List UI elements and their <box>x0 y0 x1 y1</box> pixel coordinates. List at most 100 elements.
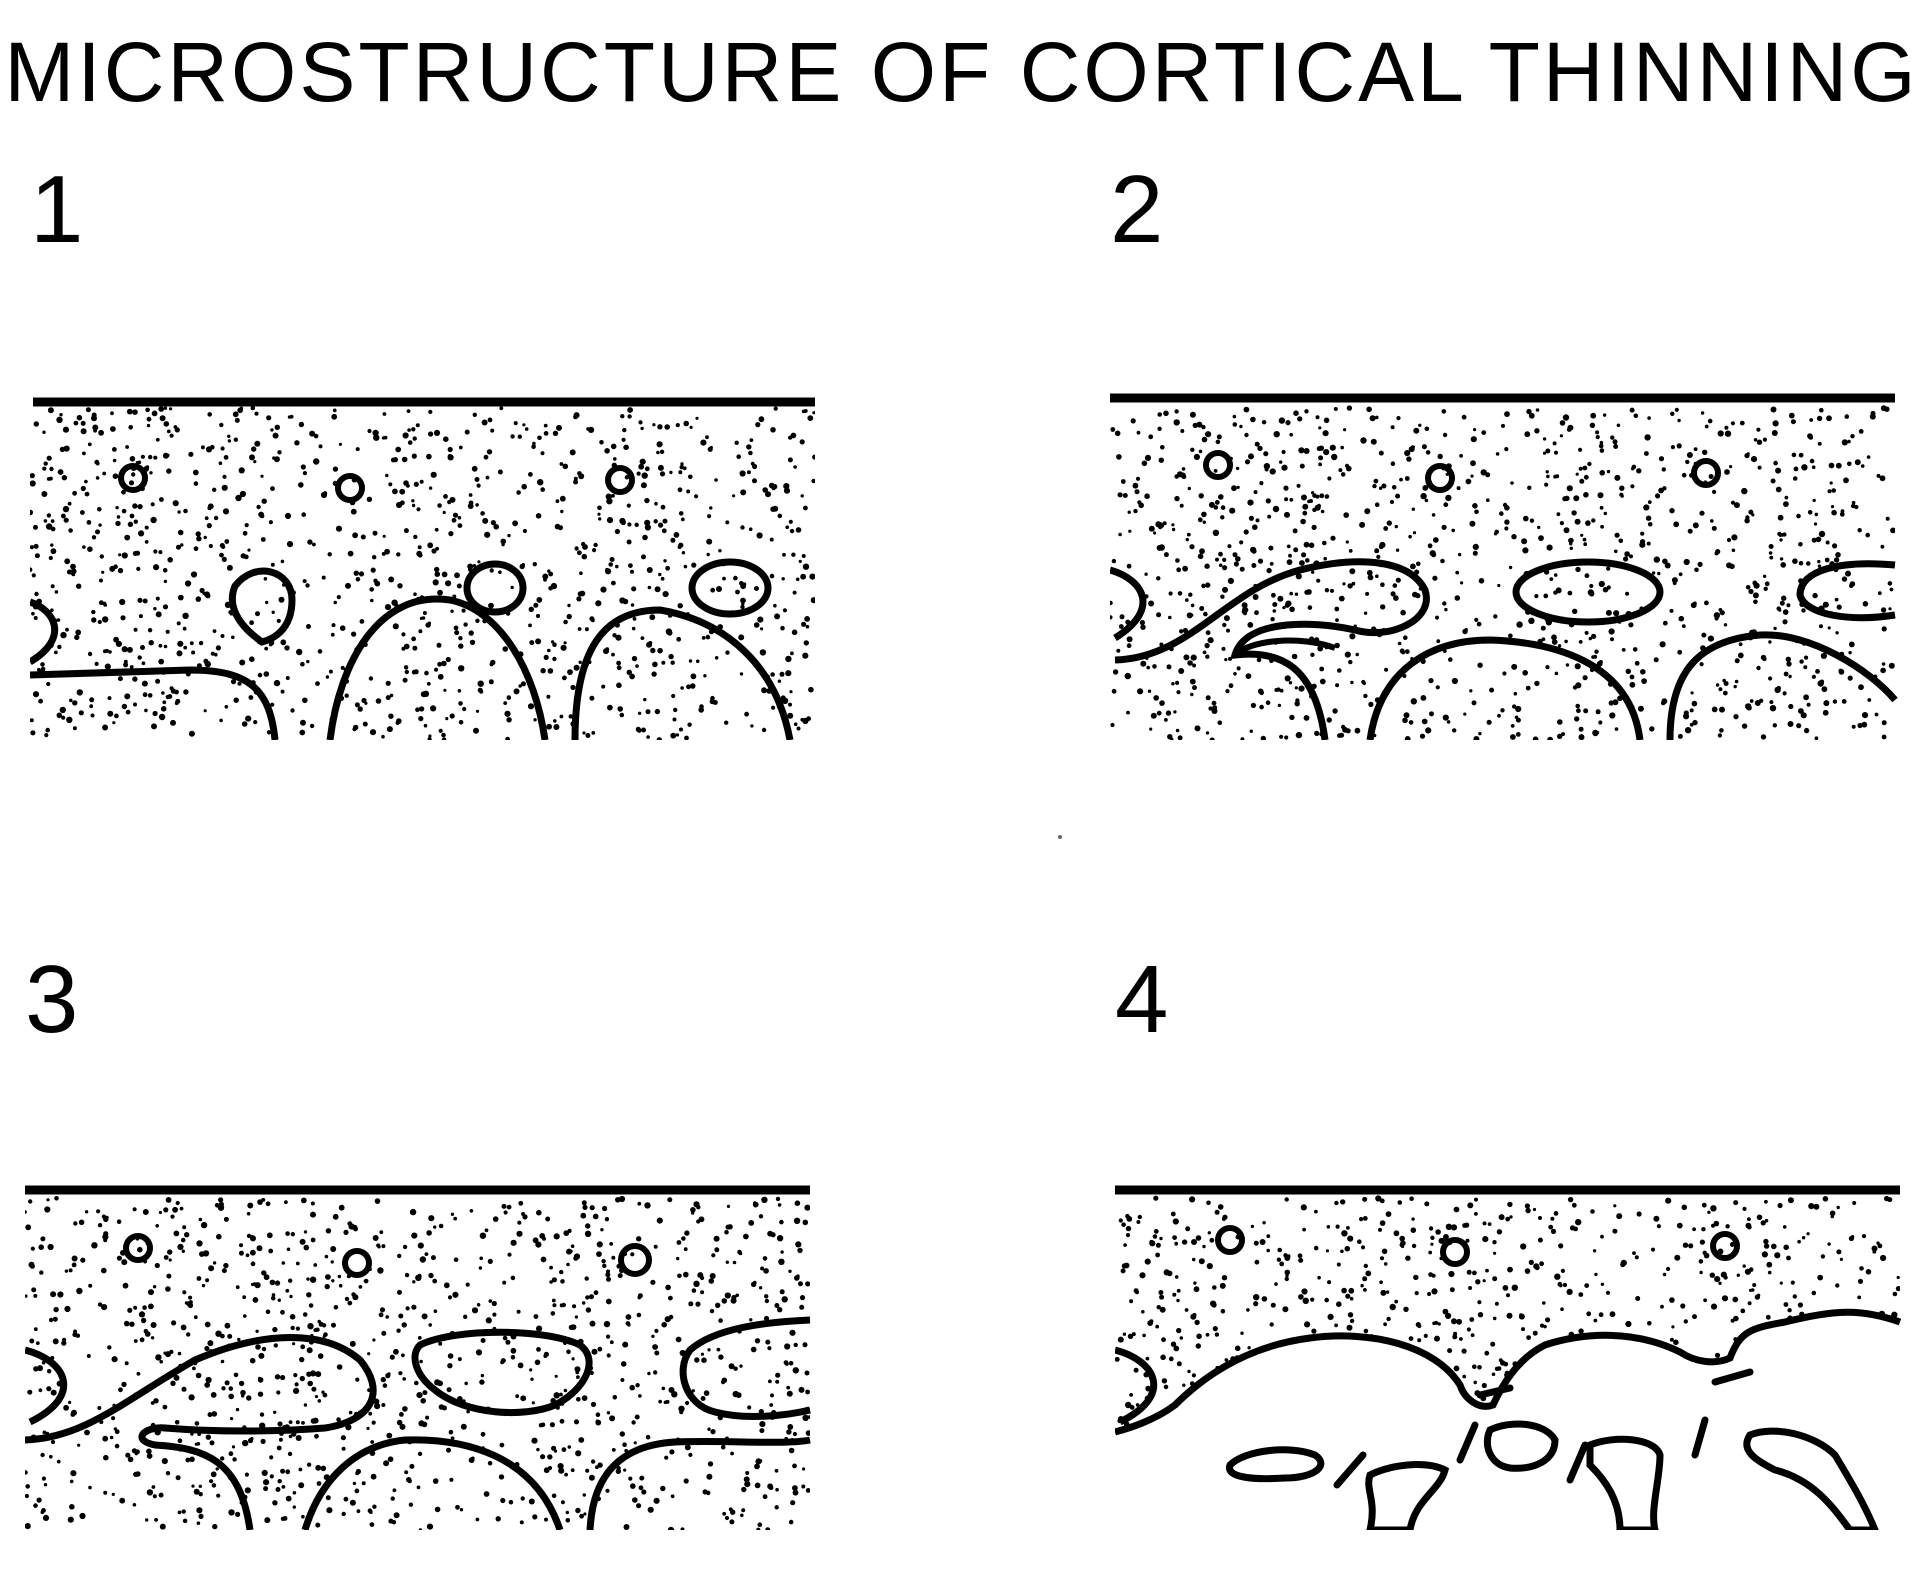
stipple-dot <box>1153 1229 1159 1234</box>
stipple-dot <box>1259 1239 1266 1245</box>
stipple-dot <box>285 1231 290 1236</box>
stipple-dot <box>592 1213 599 1220</box>
stipple-dot <box>1563 1442 1567 1446</box>
trabecula-strand <box>1232 637 1337 658</box>
stipple-dot <box>1510 724 1515 728</box>
stipple-dot <box>261 1270 267 1276</box>
stipple-dot <box>542 573 549 580</box>
stipple-dot <box>412 436 417 441</box>
stipple-dot <box>1212 1326 1218 1332</box>
stipple-dot <box>1393 1230 1400 1237</box>
stipple-dot <box>805 1281 810 1287</box>
stipple-dot <box>332 1213 339 1220</box>
stipple-dot <box>403 528 409 534</box>
resorption-cavities <box>228 558 772 646</box>
stipple-dot <box>1880 607 1887 613</box>
stipple-dot <box>218 461 223 465</box>
stipple-dot <box>774 1468 779 1473</box>
stipple-dot <box>735 1392 742 1398</box>
stipple-dot <box>1814 736 1819 740</box>
stipple-dot <box>84 479 88 484</box>
stipple-dot <box>1689 708 1694 713</box>
stipple-dot <box>315 681 320 686</box>
stipple-dot <box>1776 1504 1780 1508</box>
stipple-dot <box>1528 1259 1534 1265</box>
stipple-dot <box>1448 657 1453 662</box>
stipple-dot <box>1121 1475 1126 1480</box>
stipple-dot <box>1610 637 1614 642</box>
stipple-dot <box>1733 1315 1739 1322</box>
stipple-dot <box>1246 1308 1250 1312</box>
stipple-dot <box>718 1318 723 1323</box>
stipple-dot <box>1803 727 1810 734</box>
stipple-dot <box>1209 737 1215 740</box>
stipple-dot <box>176 650 183 657</box>
stipple-dot <box>458 636 463 641</box>
stipple-dot <box>694 494 699 499</box>
stipple-dot <box>1752 1283 1757 1287</box>
stipple-dot <box>1825 540 1830 545</box>
stipple-dot <box>70 563 76 570</box>
stipple-dot <box>1166 664 1172 670</box>
stipple-dot <box>88 1283 93 1288</box>
stipple-dot <box>1213 505 1219 510</box>
stipple-dot <box>1827 1242 1831 1246</box>
stipple-dot <box>1253 1240 1259 1246</box>
stipple-dot <box>475 1517 480 1522</box>
stipple-dot <box>154 1518 159 1522</box>
stipple-dot <box>802 1467 806 1471</box>
stipple-dot <box>788 1269 792 1273</box>
stipple-dot <box>1557 719 1563 725</box>
stipple-dot <box>1383 526 1389 531</box>
stipple-dot <box>1502 1285 1509 1291</box>
stipple-dot <box>270 562 275 567</box>
stipple-dot <box>392 623 399 630</box>
stipple-dot <box>589 1205 595 1211</box>
stipple-dot <box>1342 726 1348 733</box>
stipple-dot <box>33 543 39 549</box>
stipple-dot <box>782 608 788 613</box>
stipple-dot <box>1402 717 1408 724</box>
stipple-dot <box>1173 419 1180 426</box>
stipple-dot <box>382 1383 388 1388</box>
stipple-dot <box>375 698 382 704</box>
stipple-dot <box>1575 1218 1582 1226</box>
stipple-dot <box>1202 1244 1206 1249</box>
stipple-dot <box>1332 708 1338 714</box>
stipple-dot <box>265 600 269 605</box>
stipple-dot <box>1817 559 1821 564</box>
stipple-dot <box>1820 1254 1826 1259</box>
stipple-dot <box>46 455 52 461</box>
stipple-dot <box>1192 422 1198 428</box>
stipple-dot <box>338 442 342 446</box>
stipple-dot <box>795 577 800 582</box>
stipple-dot <box>317 1399 322 1403</box>
stipple-dot <box>289 414 294 419</box>
stipple-dot <box>1156 1467 1161 1472</box>
stipple-dot <box>1117 492 1123 498</box>
stipple-dot <box>1681 624 1686 628</box>
stipple-dot <box>667 1197 673 1203</box>
stipple-dot <box>123 662 129 668</box>
stipple-dot <box>600 586 607 593</box>
stipple-dot <box>148 1303 154 1310</box>
stipple-dot <box>1575 703 1580 709</box>
stipple-dot <box>1683 710 1689 716</box>
stipple-dot <box>146 423 151 428</box>
stipple-dot <box>275 1487 281 1492</box>
stipple-dot <box>1714 1352 1721 1358</box>
stipple-dot <box>1198 1523 1202 1527</box>
stipple-dot <box>1598 443 1604 449</box>
stipple-dot <box>1204 563 1210 569</box>
stipple-dot <box>1790 419 1796 425</box>
stipple-dot <box>1606 585 1611 590</box>
stipple-dot <box>502 646 509 652</box>
stipple-dot <box>1470 460 1476 467</box>
stipple-dot <box>1302 1227 1306 1232</box>
stipple-dot <box>432 1278 438 1284</box>
stipple-dot <box>1222 557 1227 562</box>
stipple-dot <box>1599 448 1605 453</box>
stipple-dot <box>1797 1507 1803 1513</box>
stipple-dot <box>361 697 367 704</box>
stipple-dot <box>1756 665 1761 671</box>
